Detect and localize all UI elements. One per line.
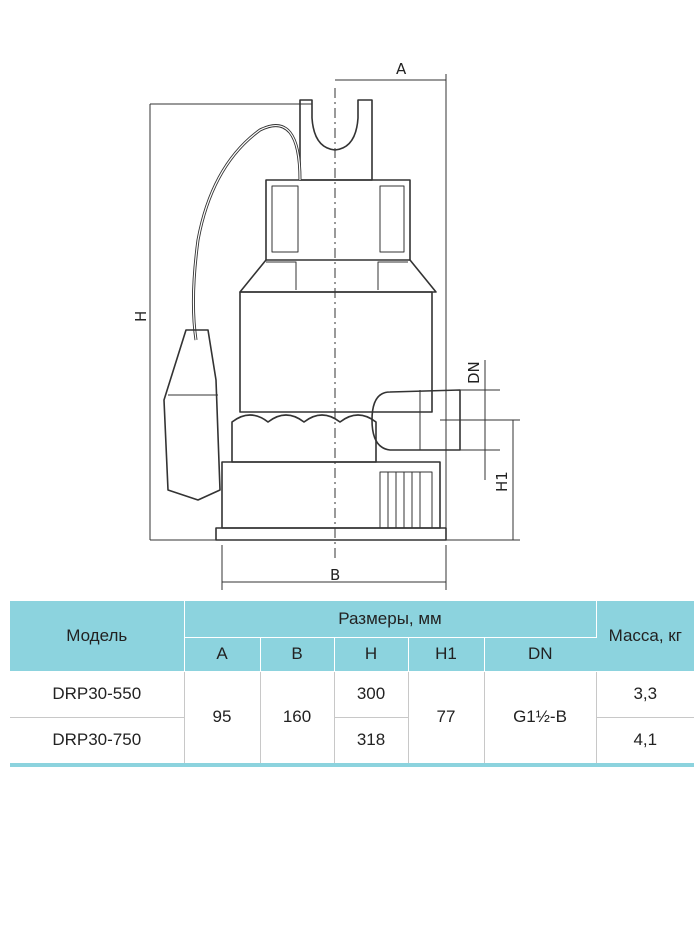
pump-outlet — [371, 389, 461, 451]
header-dimensions: Размеры, мм — [184, 601, 597, 638]
pump-handle — [299, 99, 373, 181]
header-col-dn: DN — [484, 637, 597, 672]
cell-mass: 3,3 — [596, 671, 695, 718]
pump-cable — [191, 124, 302, 341]
pump-scalloped-band — [231, 414, 377, 463]
cell-dn: G1½-B — [484, 671, 597, 767]
cell-b: 160 — [260, 671, 335, 767]
specifications-table: Модель Размеры, мм Масса, кг A B H H1 DN… — [10, 601, 695, 767]
dim-label-b: B — [330, 566, 340, 584]
table-row: DRP30-550 95 160 300 77 G1½-B 3,3 — [10, 671, 695, 767]
header-col-a: A — [184, 637, 261, 672]
cell-h: 318 — [334, 717, 409, 767]
cell-model: DRP30-750 — [10, 717, 185, 767]
header-col-h1: H1 — [408, 637, 485, 672]
cell-h1: 77 — [408, 671, 485, 767]
pump-top-collar — [265, 179, 411, 261]
header-col-b: B — [260, 637, 335, 672]
cell-h: 300 — [334, 671, 409, 718]
cell-mass: 4,1 — [596, 717, 695, 767]
pump-motor-housing — [239, 291, 433, 413]
header-model: Модель — [10, 601, 185, 672]
cell-model: DRP30-550 — [10, 671, 185, 718]
dim-label-h1: H1 — [493, 471, 511, 492]
pump-dimension-drawing: A B H H1 DN — [132, 60, 520, 590]
dim-label-a: A — [396, 60, 407, 78]
float-switch — [163, 329, 221, 501]
header-mass: Масса, кг — [596, 601, 695, 672]
table-row: DRP30-750 318 4,1 — [10, 717, 695, 767]
dim-label-h: H — [132, 311, 150, 322]
dimension-lines — [149, 74, 520, 590]
header-col-h: H — [334, 637, 409, 672]
dim-label-dn: DN — [465, 361, 483, 384]
cell-a: 95 — [184, 671, 261, 767]
